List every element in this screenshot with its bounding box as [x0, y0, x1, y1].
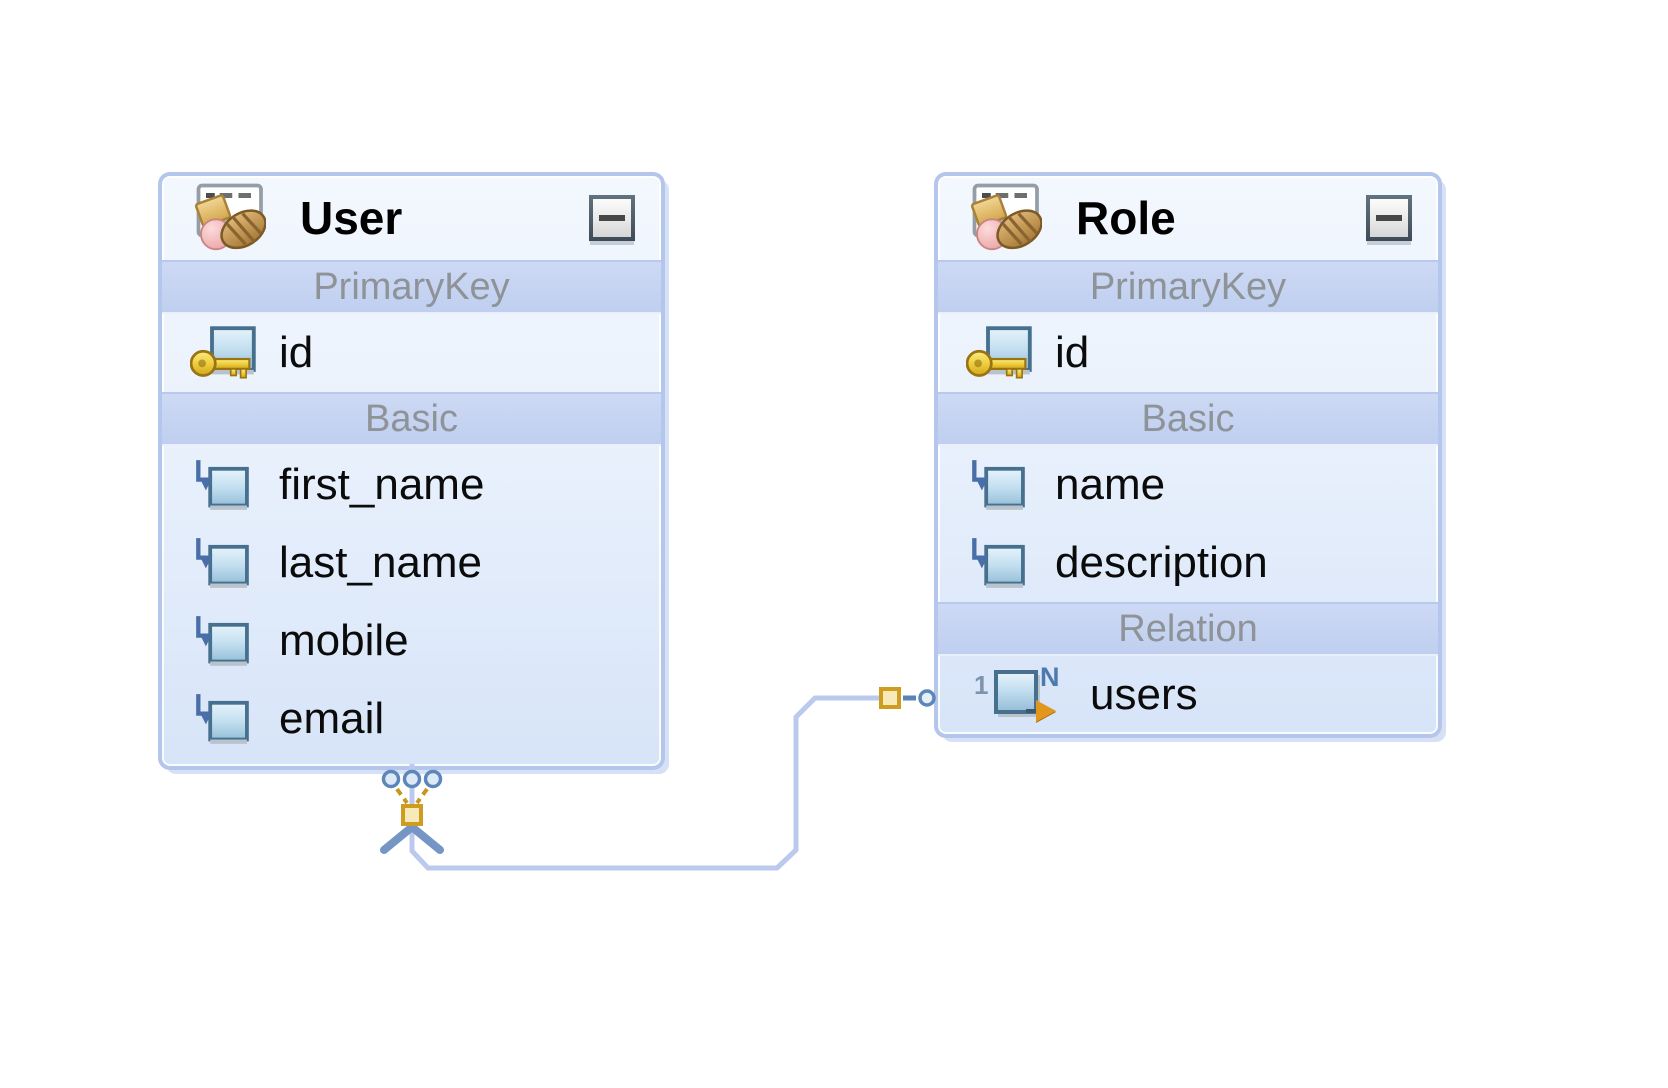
field-label: users	[1090, 670, 1198, 719]
dashed-guide-icon	[395, 787, 409, 805]
field-row-users[interactable]: 1 N users	[938, 656, 1438, 734]
section-label: Basic	[365, 397, 458, 440]
entity-user[interactable]: User PrimaryKey id Basic first_name last…	[158, 172, 665, 770]
field-label: last_name	[279, 538, 483, 587]
end-circle-icon	[918, 689, 936, 707]
entity-user-header: User	[162, 176, 661, 260]
field-row-id[interactable]: id	[938, 314, 1438, 392]
anchor-circle-icon	[402, 769, 422, 789]
basic-attribute-icon	[190, 614, 252, 668]
basic-attribute-icon	[966, 536, 1028, 590]
field-label: id	[279, 328, 314, 377]
minus-icon	[599, 215, 625, 221]
section-label: PrimaryKey	[313, 265, 510, 308]
relation-square	[994, 670, 1038, 714]
field-row-last-name[interactable]: last_name	[162, 524, 661, 602]
field-row-mobile[interactable]: mobile	[162, 602, 661, 680]
field-label: description	[1055, 538, 1268, 587]
section-label: Basic	[1141, 397, 1235, 440]
section-band-relation: Relation	[938, 602, 1438, 656]
basic-attribute-icon	[190, 692, 252, 746]
field-row-first-name[interactable]: first_name	[162, 446, 661, 524]
one-to-many-relation-icon: 1 N	[972, 662, 1068, 726]
anchor-circle-icon	[381, 769, 401, 789]
section-band-primarykey: PrimaryKey	[162, 260, 661, 314]
primary-key-icon	[966, 326, 1032, 381]
junction-square-icon[interactable]	[401, 804, 423, 826]
section-band-basic: Basic	[162, 392, 661, 446]
section-band-basic: Basic	[938, 392, 1438, 446]
relation-arrow-icon	[1036, 700, 1056, 722]
cardinality-one-label: 1	[974, 670, 989, 700]
junction-square-icon[interactable]	[879, 687, 901, 709]
field-label: mobile	[279, 616, 409, 665]
field-row-id[interactable]: id	[162, 314, 661, 392]
entity-role-header: Role	[938, 176, 1438, 260]
field-label: email	[279, 694, 385, 743]
minus-icon	[1376, 215, 1402, 221]
collapse-button[interactable]	[1366, 195, 1412, 241]
dashed-guide-icon	[415, 787, 429, 805]
crow-foot-many-icon	[380, 823, 444, 854]
entity-title: User	[300, 192, 403, 244]
anchor-circle-icon	[423, 769, 443, 789]
section-band-primarykey: PrimaryKey	[938, 260, 1438, 314]
field-row-email[interactable]: email	[162, 680, 661, 758]
basic-attribute-icon	[966, 458, 1028, 512]
relation-arrow-stem	[1026, 709, 1038, 713]
cardinality-many-label: N	[1040, 662, 1060, 692]
jpa-entity-icon	[962, 183, 1042, 253]
field-label: id	[1055, 328, 1090, 377]
basic-attribute-icon	[190, 536, 252, 590]
basic-attribute-icon	[190, 458, 252, 512]
collapse-button[interactable]	[589, 195, 635, 241]
entity-role[interactable]: Role PrimaryKey id Basic name descriptio…	[934, 172, 1442, 738]
primary-key-icon	[190, 326, 256, 381]
entity-title: Role	[1076, 192, 1176, 244]
jpa-entity-icon	[186, 183, 266, 253]
field-label: first_name	[279, 460, 485, 509]
field-row-description[interactable]: description	[938, 524, 1438, 602]
field-label: name	[1055, 460, 1166, 509]
field-row-name[interactable]: name	[938, 446, 1438, 524]
section-label: Relation	[1118, 607, 1258, 650]
section-label: PrimaryKey	[1089, 265, 1287, 308]
